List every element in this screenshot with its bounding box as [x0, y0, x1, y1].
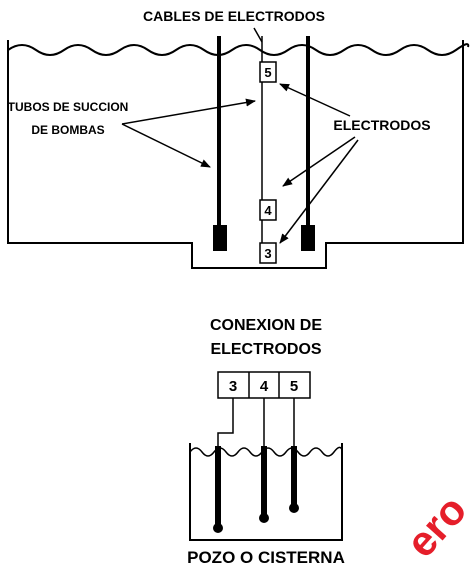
- watermark-text: ero: [397, 486, 470, 566]
- electrode-3-box: [259, 242, 277, 264]
- terminal-block: [217, 371, 311, 399]
- terminal-5: 5: [290, 378, 298, 395]
- electrode-5-box: [259, 61, 277, 83]
- water-surface: [7, 43, 470, 56]
- connection-diagram: CONEXION DE ELECTRODOS 3 4 5 POZO O CIST…: [187, 317, 345, 567]
- electrode-arrow-3: [279, 139, 359, 244]
- cables-pointer-line: [253, 27, 263, 43]
- tubes-label-line2: DE BOMBAS: [31, 123, 104, 137]
- suction-foot-left: [213, 225, 227, 251]
- tube-arrow-right: [121, 98, 256, 125]
- electrode-4-number: 4: [264, 203, 272, 218]
- suction-foot-right: [301, 225, 315, 251]
- wire-terminal-3: [217, 398, 234, 446]
- watermark: ero: [397, 486, 470, 566]
- tube-arrow-left: [121, 123, 211, 168]
- cables-label: CABLES DE ELECTRODOS: [143, 8, 325, 24]
- electrode-3-number: 3: [264, 246, 271, 261]
- terminal-3: 3: [229, 378, 237, 395]
- terminal-4: 4: [260, 378, 269, 395]
- electrode-5-number: 5: [264, 65, 271, 80]
- well-label: POZO O CISTERNA: [187, 548, 345, 567]
- electrode-arrow-4: [282, 136, 356, 187]
- tank-outline: [7, 40, 464, 269]
- connection-title-line1: CONEXION DE: [210, 317, 322, 334]
- tank-diagram: 5 4 3 CABLES DE ELECTRODOS TUBOS DE SUCC…: [7, 8, 470, 269]
- electrodes-label: ELECTRODOS: [333, 117, 430, 133]
- probe-4-tip: [259, 513, 269, 523]
- tubes-label-line1: TUBOS DE SUCCION: [8, 100, 129, 114]
- electrode-arrow-5: [279, 83, 351, 117]
- well-outline: [189, 443, 343, 541]
- electrode-4-box: [259, 199, 277, 221]
- probe-3-tip: [213, 523, 223, 533]
- probe-5-tip: [289, 503, 299, 513]
- connection-title-line2: ELECTRODOS: [210, 341, 321, 358]
